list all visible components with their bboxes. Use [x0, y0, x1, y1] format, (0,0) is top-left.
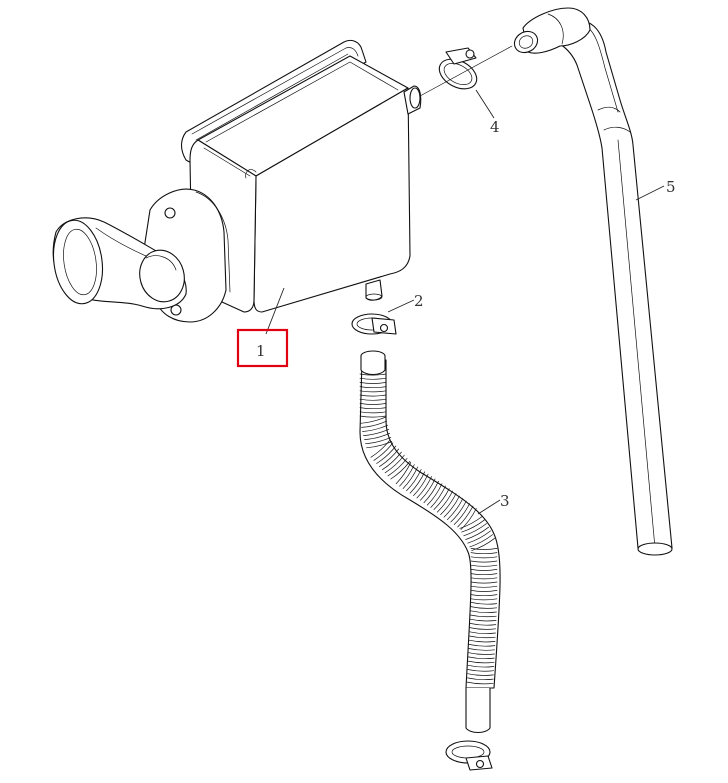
hose-ring [470, 569, 498, 571]
callout-1[interactable]: 1 [256, 342, 266, 360]
hose-ring [470, 556, 498, 559]
hose-ring [470, 585, 498, 588]
callout-1-highlight [236, 328, 289, 368]
hose-ring [426, 483, 443, 506]
hose-ring [359, 411, 387, 414]
hose-ring [443, 495, 460, 518]
hose-ring [470, 606, 498, 609]
hose-ring [467, 530, 491, 544]
hose-ring [459, 515, 483, 529]
part-4-clamp[interactable] [419, 45, 513, 119]
hose-ring [467, 673, 494, 676]
hose-ring [359, 407, 387, 410]
hose-ring [467, 677, 494, 681]
hose-ring [470, 548, 498, 550]
hose-ring [413, 473, 429, 496]
callout-5[interactable]: 5 [666, 178, 676, 196]
part-3-corrugated-hose[interactable] [359, 350, 501, 771]
hose-ring [470, 594, 498, 597]
hose-ring [450, 500, 467, 523]
hose-ring [409, 471, 426, 494]
hose-ring [465, 526, 489, 540]
hose-ring [430, 485, 446, 508]
hose-ring [359, 403, 387, 405]
hose-ring [359, 377, 387, 380]
hose-ring [470, 610, 497, 613]
hose-ring [363, 428, 390, 436]
hose-ring [440, 493, 457, 515]
hose-ring [359, 415, 387, 418]
hose-ring [359, 382, 387, 384]
hose-ring [467, 669, 495, 672]
callout-3[interactable]: 3 [500, 492, 510, 510]
part-2-clamp[interactable] [351, 299, 415, 335]
part-1-housing[interactable] [48, 39, 422, 335]
hose-ring [370, 439, 391, 458]
hose-ring [470, 590, 498, 592]
hose-ring [359, 390, 387, 393]
hose-ring [362, 424, 389, 432]
hose-ring [361, 420, 388, 428]
hose-ring [468, 635, 496, 639]
hose-ring [471, 537, 495, 551]
hose-ring [379, 448, 399, 467]
part-5-hose[interactable] [511, 7, 673, 556]
hose-ring [461, 519, 485, 533]
hose-ring [469, 631, 496, 634]
hose-ring [416, 476, 432, 499]
hose-ring [457, 505, 474, 528]
hose-ring [376, 445, 397, 464]
hose-ring [366, 441, 393, 449]
hose-ring [447, 498, 464, 520]
hose-ring [423, 480, 439, 504]
hose-ring [469, 614, 497, 618]
hose-ring [470, 573, 498, 576]
hose-ring [460, 508, 477, 530]
hose-ring [399, 464, 415, 487]
hose-ring [468, 639, 496, 643]
hose-ring [381, 451, 402, 471]
hose-ring [359, 394, 387, 397]
hose-ring [467, 660, 495, 664]
hose-ring [467, 664, 495, 668]
hose-corrugations [359, 373, 498, 685]
hose-ring [463, 523, 487, 537]
hose-ring [470, 577, 498, 580]
hose-ring [470, 581, 498, 584]
hose-ring [469, 534, 493, 548]
hose-ring [395, 461, 412, 485]
hose-ring [468, 652, 495, 655]
hose-ring [387, 457, 408, 477]
hose-ring [360, 416, 387, 424]
hose-ring [467, 656, 495, 660]
hose-ring [359, 386, 387, 389]
hose-ring [453, 503, 470, 525]
hose-ring [402, 466, 419, 489]
hose-ring [470, 552, 498, 555]
callout-2[interactable]: 2 [414, 292, 424, 310]
hose-ring [365, 437, 392, 445]
hose-ring [433, 488, 450, 510]
hose-ring [469, 627, 497, 630]
hose-ring [466, 681, 494, 685]
hose-ring [364, 432, 391, 440]
callout-4[interactable]: 4 [490, 118, 500, 136]
hose-ring [384, 454, 405, 474]
hose-ring [469, 618, 497, 622]
hose-ring [468, 644, 496, 647]
hose-ring [436, 490, 453, 513]
hose-ring [468, 648, 496, 651]
hose-ring [359, 373, 387, 376]
hose-ring [470, 560, 498, 563]
hose-ring [373, 442, 394, 461]
hose-ring [469, 623, 497, 626]
hose-ring [470, 598, 498, 601]
hose-ring [359, 398, 387, 401]
hose-ring [420, 478, 436, 501]
hose-ring [390, 461, 411, 480]
hose-ring [406, 469, 422, 492]
hose-ring [470, 564, 498, 567]
hose-ring [470, 602, 498, 605]
